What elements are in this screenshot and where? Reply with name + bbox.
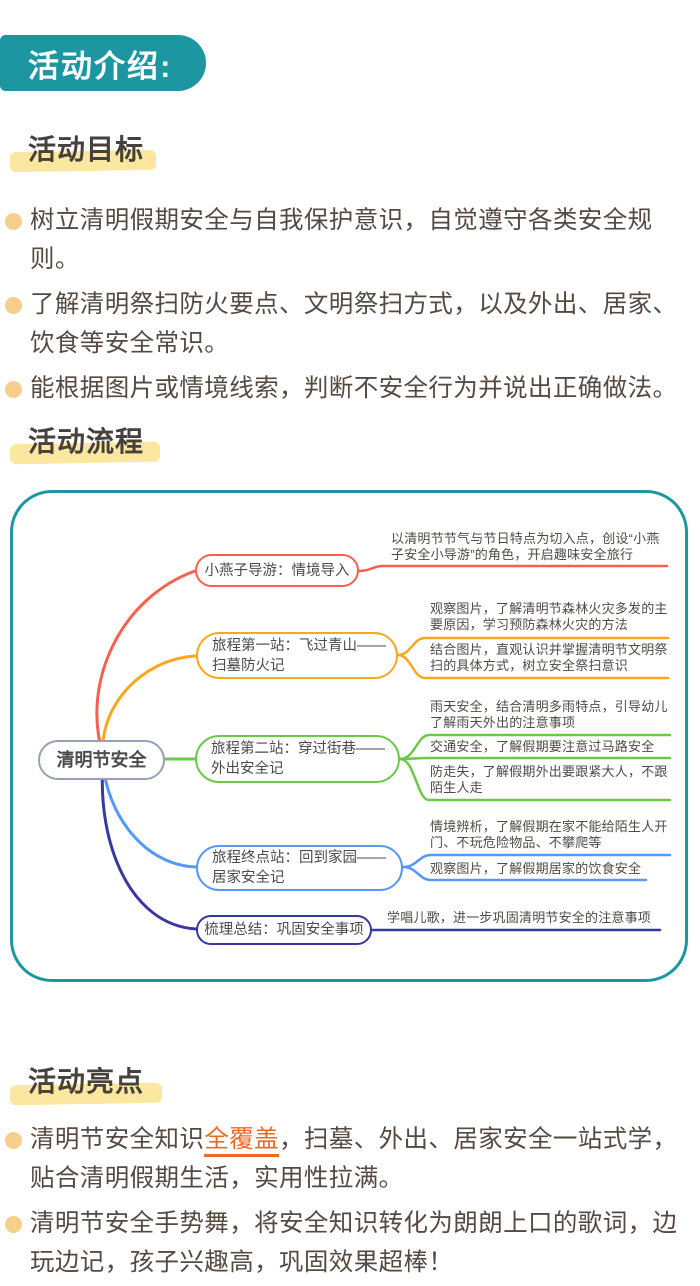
- list-item: 树立清明假期安全与自我保护意识，自觉遵守各类安全规则。: [5, 201, 697, 279]
- mindmap-leaf-text: 雨天安全，结合清明多雨特点，引导幼儿 了解雨天外出的注意事项: [430, 699, 668, 730]
- highlights-list: 清明节安全知识全覆盖，扫墓、外出、居家安全一站式学， 贴合清明假期生活，实用性拉…: [5, 1120, 697, 1286]
- highlight-text: 清明节安全手势舞，将安全知识转化为朗朗上口的歌词，边 玩边记，孩子兴趣高，巩固效…: [30, 1210, 678, 1276]
- mindmap-branch-node: 旅程第一站：飞过青山—— 扫墓防火记: [196, 632, 398, 679]
- bullet-dot-icon: [5, 381, 22, 398]
- bullet-dot-icon: [5, 1216, 22, 1233]
- branch-node-label: 旅程终点站：回到家园—— 居家安全记: [212, 850, 386, 886]
- bullet-dot-icon: [5, 213, 22, 230]
- branch-node-label: 梳理总结：巩固安全事项: [204, 922, 364, 938]
- page-title: 活动介绍:: [28, 48, 173, 84]
- highlight-text-post: ，扫墓、外出、居家安全一站式学， 贴合清明假期生活，实用性拉满。: [30, 1126, 678, 1192]
- bullet-dot-icon: [5, 1132, 22, 1149]
- page-title-ribbon: 活动介绍:: [0, 35, 207, 91]
- goal-text: 能根据图片或情境线索，判断不安全行为并说出正确做法。: [30, 375, 678, 402]
- mindmap-leaf-text: 交通安全，了解假期要注意过马路安全: [430, 739, 655, 754]
- branch-node-label: 旅程第二站：穿过街巷—— 外出安全记: [211, 741, 385, 777]
- center-node-label: 清明节安全: [56, 750, 147, 770]
- mindmap-branch-node: 梳理总结：巩固安全事项: [196, 915, 372, 945]
- branch-node-label: 小燕子导游：情境导入: [204, 562, 350, 579]
- mindmap-leaf-text: 观察图片，了解假期居家的饮食安全: [430, 861, 642, 876]
- mindmap-leaf-text: 情境辨析，了解假期在家不能给陌生人开 门、不玩危险物品、不攀爬等: [430, 819, 668, 850]
- list-item: 清明节安全手势舞，将安全知识转化为朗朗上口的歌词，边 玩边记，孩子兴趣高，巩固效…: [5, 1204, 697, 1282]
- mindmap-branch-node: 旅程第二站：穿过街巷—— 外出安全记: [195, 735, 400, 783]
- goal-text: 树立清明假期安全与自我保护意识，自觉遵守各类安全规则。: [30, 207, 653, 273]
- mindmap-leaf-text: 以清明节节气与节日特点为切入点，创设“小燕 子安全小导游”的角色，开启趣味安全旅…: [391, 531, 660, 562]
- mindmap-connectors: [95, 564, 672, 932]
- list-item: 了解清明祭扫防火要点、文明祭扫方式，以及外出、居家、 饮食等安全常识。: [5, 285, 697, 363]
- mindmap-branch-node: 旅程终点站：回到家园—— 居家安全记: [196, 845, 403, 891]
- bullet-dot-icon: [5, 297, 22, 314]
- list-item: 能根据图片或情境线索，判断不安全行为并说出正确做法。: [5, 369, 697, 408]
- highlight-text-mark: 全覆盖: [204, 1126, 280, 1157]
- highlights-section-title: 活动亮点: [28, 1066, 145, 1097]
- mindmap-center-node: 清明节安全: [38, 740, 165, 780]
- goal-text: 了解清明祭扫防火要点、文明祭扫方式，以及外出、居家、 饮食等安全常识。: [30, 291, 678, 357]
- mindmap-leaf-text: 学唱儿歌，进一步巩固清明节安全的注意事项: [387, 910, 652, 925]
- highlight-text-pre: 清明节安全知识: [30, 1126, 205, 1153]
- highlight-text: 清明节安全知识全覆盖，扫墓、外出、居家安全一站式学， 贴合清明假期生活，实用性拉…: [30, 1126, 677, 1192]
- goals-list: 树立清明假期安全与自我保护意识，自觉遵守各类安全规则。 了解清明祭扫防火要点、文…: [5, 201, 697, 414]
- mindmap-panel: 清明节安全 小燕子导游：情境导入 旅程第一站：飞过青山—— 扫墓防火记 旅程第二…: [10, 490, 688, 982]
- mindmap-leaf-text: 观察图片，了解清明节森林火灾多发的主 要原因，学习预防森林火灾的方法: [430, 601, 668, 632]
- flow-section-title: 活动流程: [28, 426, 145, 457]
- mindmap-leaf-text: 防走失，了解假期外出要跟紧大人，不跟 陌生人走: [430, 764, 668, 795]
- mindmap-branch-node: 小燕子导游：情境导入: [195, 554, 359, 587]
- mindmap-leaf-text: 结合图片，直观认识并掌握清明节文明祭 扫的具体方式，树立安全祭扫意识: [430, 642, 668, 673]
- list-item: 清明节安全知识全覆盖，扫墓、外出、居家安全一站式学， 贴合清明假期生活，实用性拉…: [5, 1120, 697, 1198]
- goals-section-title: 活动目标: [28, 134, 145, 165]
- branch-node-label: 旅程第一站：飞过青山—— 扫墓防火记: [212, 637, 386, 674]
